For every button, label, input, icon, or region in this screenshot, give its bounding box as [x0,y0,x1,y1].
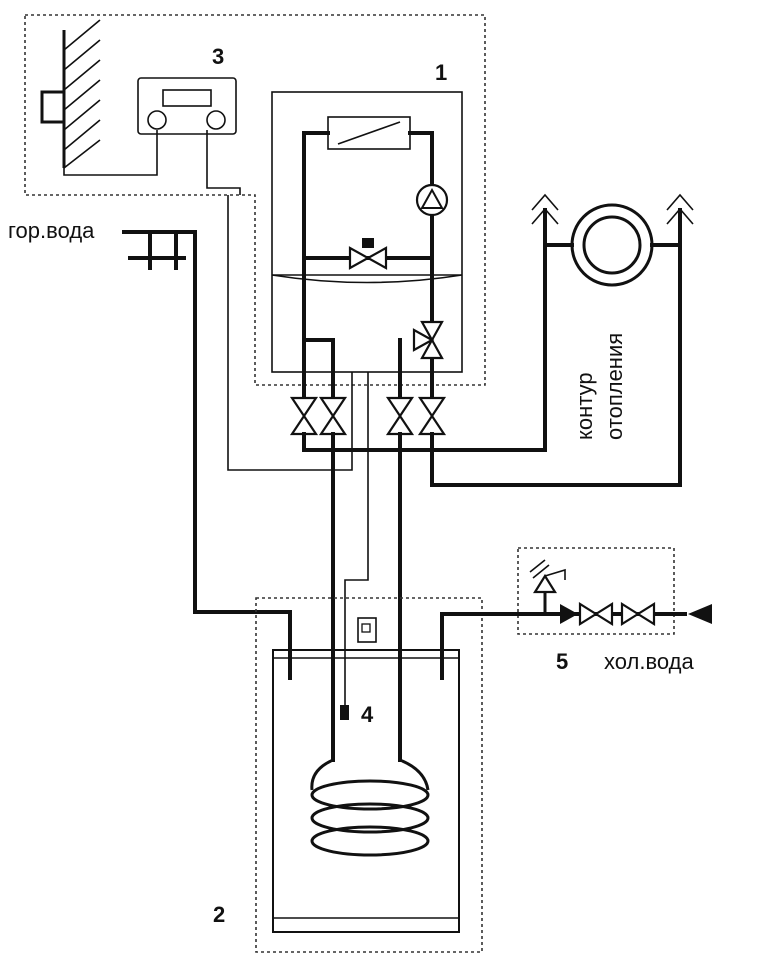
hot-water-pipe [122,230,292,680]
return-to-boiler-pipe [302,208,547,452]
room-sensor-wire [63,130,158,176]
cold-water-inlet-arrow-icon [688,604,712,624]
return-arrows-icon [531,193,559,225]
coil-turn-2 [310,802,430,834]
heating-coil [310,758,430,857]
supply-arrows-icon [666,193,694,225]
shutoff-valve-4-icon [417,396,447,436]
sensor-wire-outer [227,195,353,471]
boiler-outline [271,91,463,373]
tank-body [272,649,460,933]
supply-heating-pipe [430,208,682,487]
hot-water-taps [128,230,186,270]
boiler-divider [271,274,463,284]
shutoff-valve-2-icon [318,396,348,436]
controller-knob-right [206,110,226,130]
safety-group-number: 5 [556,649,568,674]
shutoff-valve-3-icon [385,396,415,436]
shutoff-valves [289,396,447,436]
controller-box [137,77,237,135]
controller-knob-left [147,110,167,130]
hot-water-label: гор.вода [8,218,95,243]
boiler-right-pipe [408,131,434,322]
cold-shutoff-valve-1-icon [578,602,614,626]
safety-valve-hatch [529,559,550,579]
coil-exit [399,758,430,791]
dhw-branch-pipe [302,338,335,397]
safety-group-border [517,547,675,635]
heat-exchanger-diagonal [337,121,401,145]
shutoff-valve-1-icon [289,396,319,436]
safety-valve-spring-icon [544,568,566,580]
bypass-valve-icon [348,246,388,270]
tank-sensor-icon [340,705,349,720]
heating-circuit-label-1: контур [572,372,597,440]
boiler-number: 1 [435,60,447,85]
coil-turn-1 [310,779,430,811]
room-sensor-icon [40,90,66,124]
cold-water-label: хол.вода [604,649,694,674]
tank-zone-border [255,597,483,953]
coil-turn-3 [310,825,430,857]
tank-thermostat-icon [357,617,377,643]
controller-display [162,89,212,107]
cold-shutoff-valve-2-icon [620,602,656,626]
check-valve-icon [560,604,578,624]
boiler-left-pipe [302,131,330,397]
safety-valve-icon [533,573,557,594]
bypass-valve-actuator-icon [362,238,374,248]
three-way-valve-icon [412,320,444,360]
radiator-inner [582,215,642,275]
sensor-number: 4 [361,702,374,727]
coil-entry [310,758,334,791]
pump-arrow-icon [420,187,444,209]
tank-thermostat-dial [361,623,371,633]
heating-circuit-label-2: отопления [602,333,627,440]
controller-number: 3 [212,44,224,69]
controller-wire [206,130,241,195]
wall-hatching [63,19,101,169]
tank-number: 2 [213,902,225,927]
sensor-wire-inner [344,372,369,705]
